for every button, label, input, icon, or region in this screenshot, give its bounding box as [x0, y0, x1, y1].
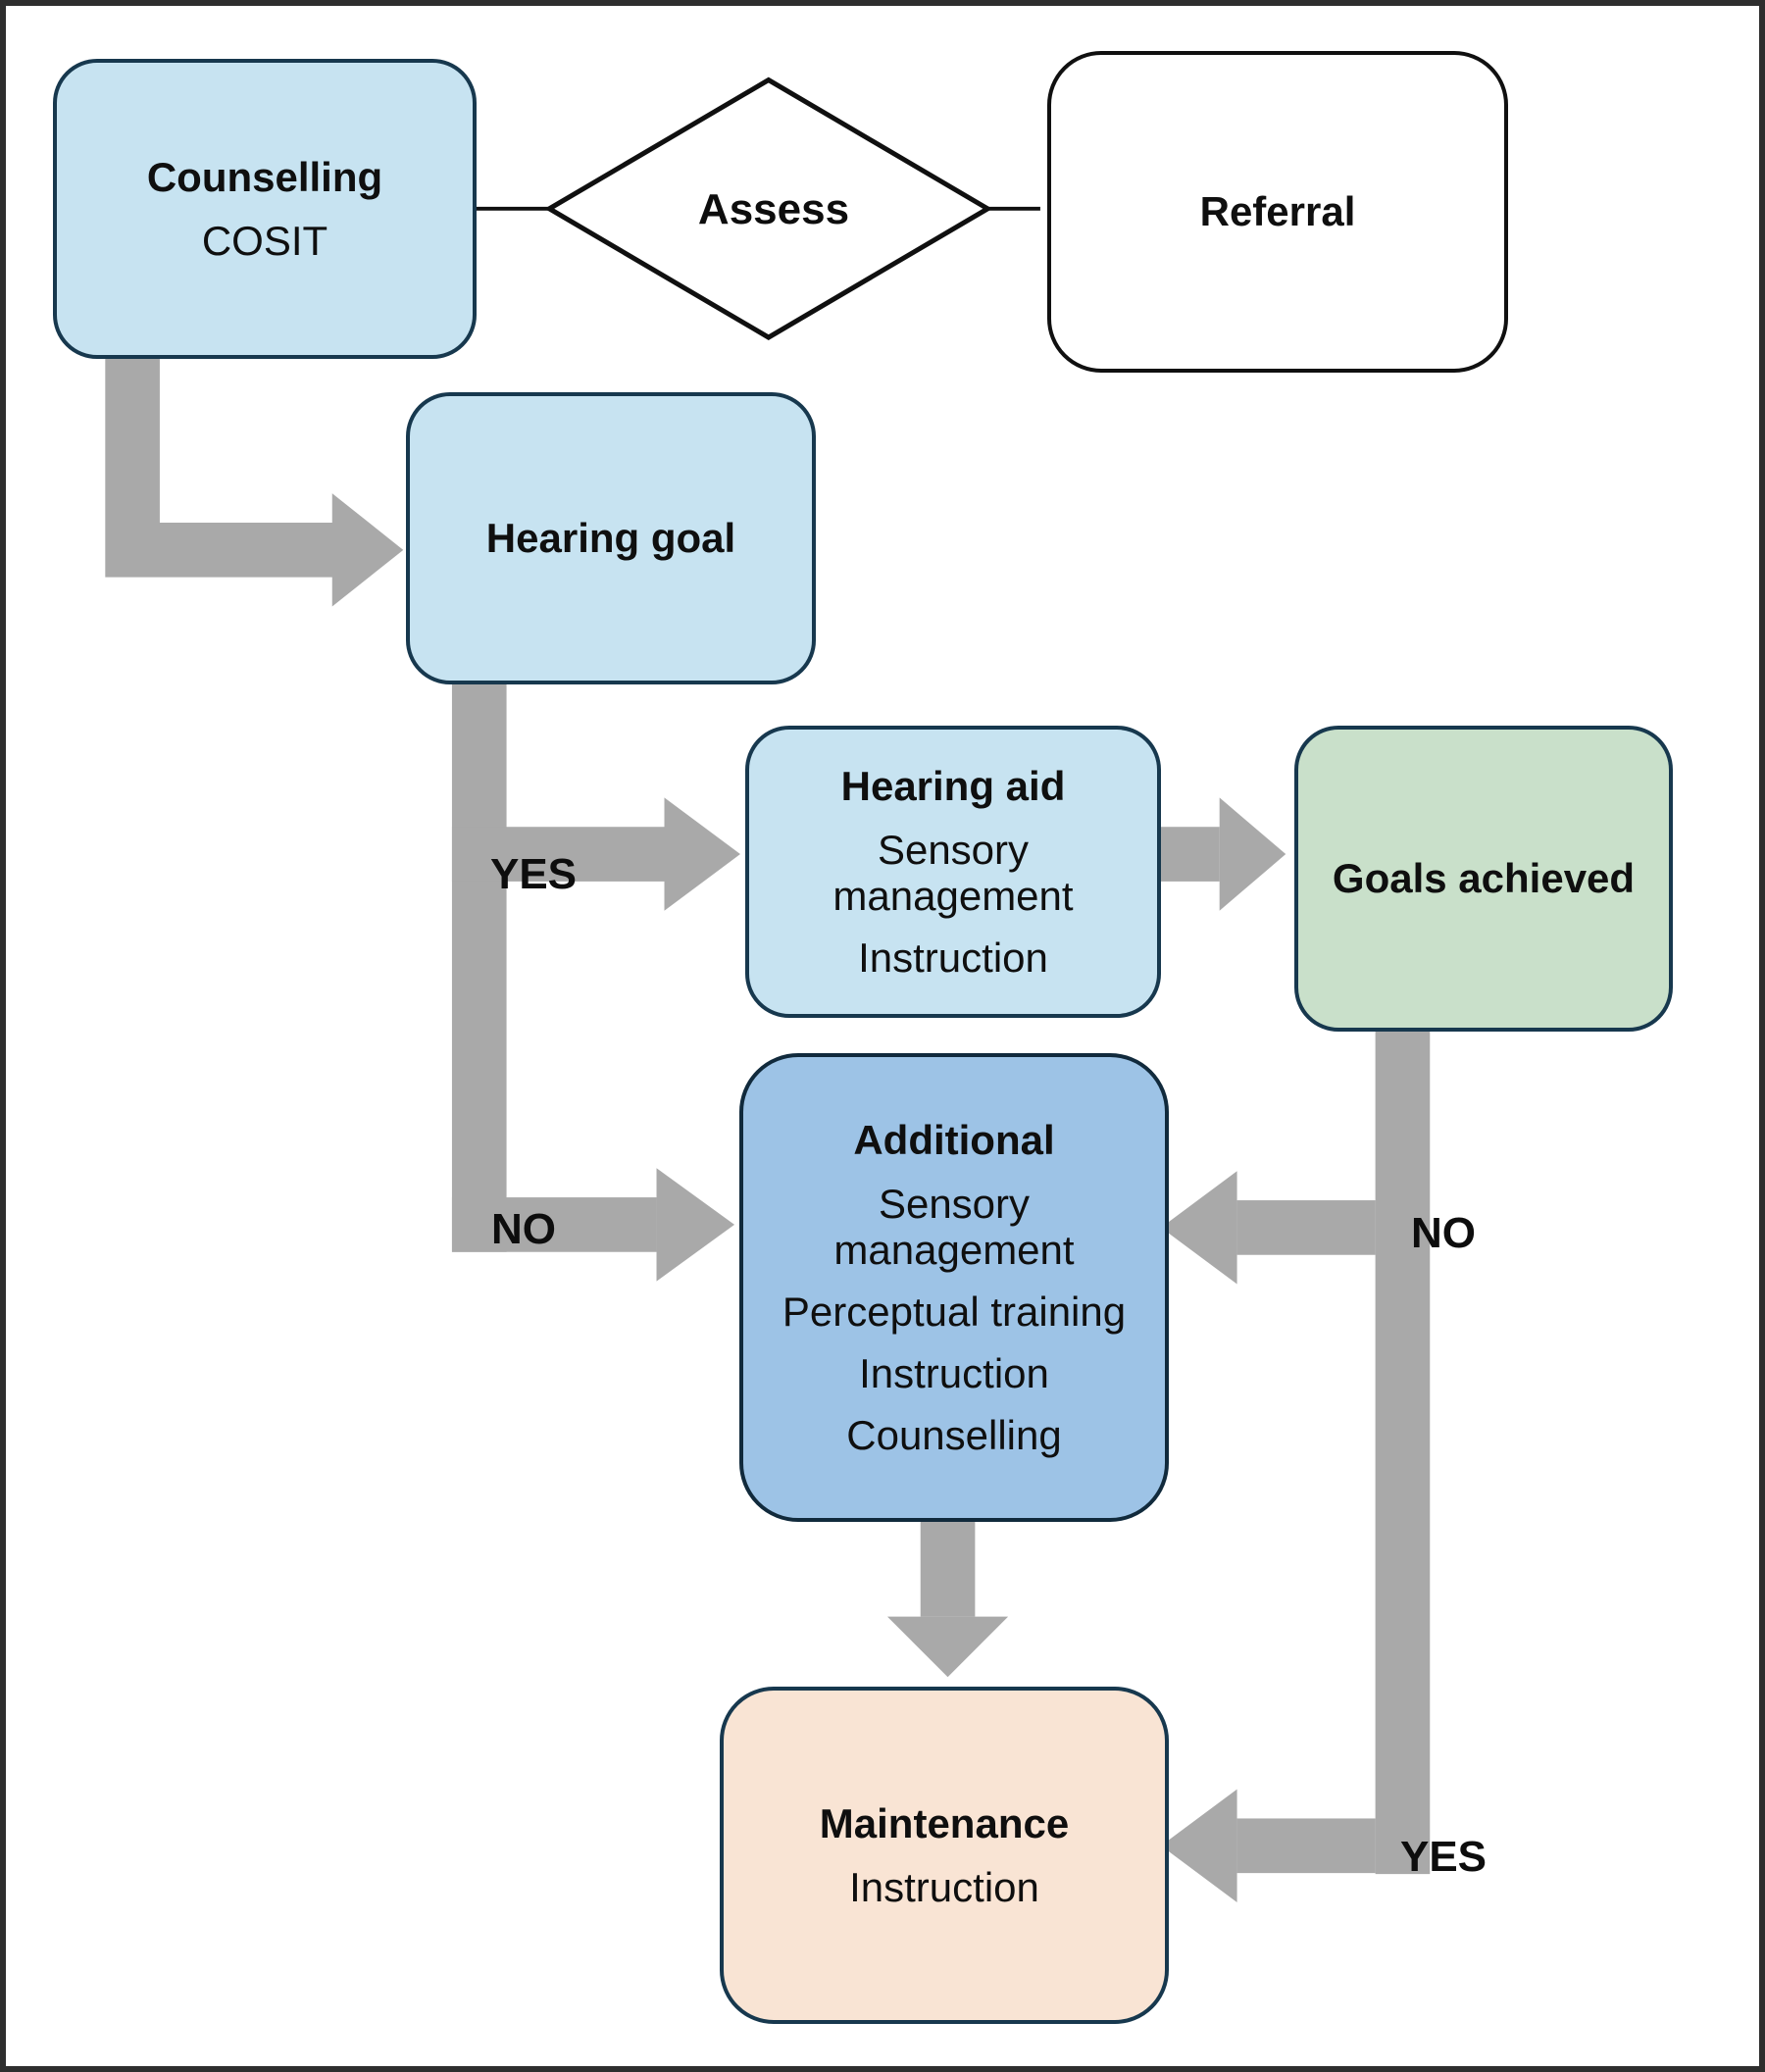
node-goals-achieved-title: Goals achieved [1332, 854, 1636, 901]
arrow-additional-to-maintenance [886, 1513, 1009, 1678]
edge-label-no-right: NO [1411, 1209, 1476, 1257]
node-maintenance-items: Instruction [849, 1863, 1039, 1910]
node-hearing-aid-title: Hearing aid [840, 763, 1066, 810]
node-counselling-title: Counselling [146, 154, 383, 201]
node-hearing-goal-title: Hearing goal [485, 514, 736, 561]
connector-layer [105, 76, 1431, 1902]
node-referral-title: Referral [1199, 187, 1356, 234]
edge-label-yes-right: YES [1399, 1833, 1488, 1881]
node-additional-title: Additional [853, 1117, 1055, 1164]
edge-label-yes-left: YES [489, 850, 578, 898]
node-assess-title: Assess [697, 185, 850, 233]
edge-label-no-left: NO [491, 1205, 556, 1253]
arrow-goals-achieved-trunk [1161, 1026, 1431, 1902]
arrow-hearing-goal-trunk [451, 681, 740, 1282]
node-counselling-items: COSIT [201, 217, 328, 264]
node-maintenance-title: Maintenance [819, 1800, 1070, 1847]
node-goals-achieved: Goals achieved [1294, 726, 1673, 1032]
assess-diamond-shape [544, 76, 993, 340]
arrow-counselling-to-hearing-goal [105, 352, 404, 607]
node-referral: Referral [1047, 51, 1508, 373]
node-maintenance: Maintenance Instruction [720, 1687, 1169, 2024]
arrow-hearing-aid-to-goals-achieved [1153, 797, 1286, 911]
node-counselling: Counselling COSIT [53, 59, 477, 359]
node-hearing-goal: Hearing goal [406, 392, 816, 684]
